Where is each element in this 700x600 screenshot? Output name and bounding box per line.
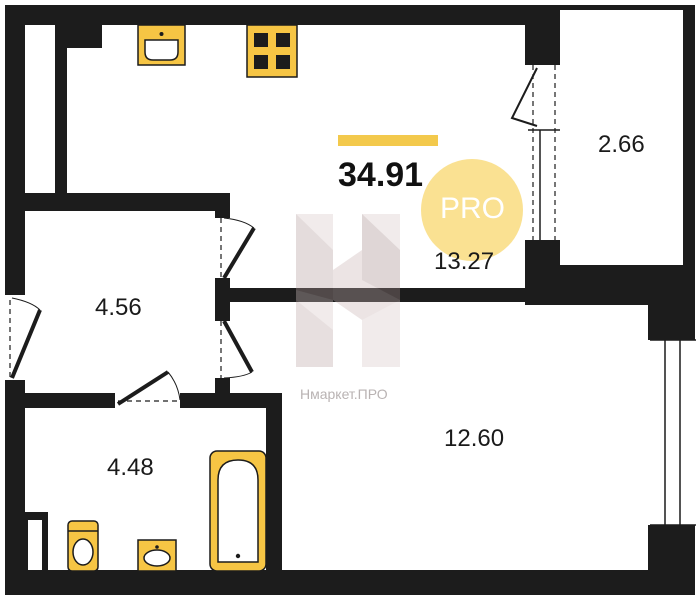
wall-bedroom-right-bottom (648, 525, 695, 575)
watermark-logo-right-stem (362, 214, 400, 367)
watermark-logo-facet-3 (296, 300, 333, 367)
wall-balcony-door-upper (525, 25, 540, 65)
kitchen-sink-bowl-icon (144, 39, 179, 61)
stove-burner-2 (276, 33, 290, 47)
bedroom-area-label: 12.60 (444, 425, 505, 452)
watermark-text: Нмаркет.ПРО (300, 386, 388, 402)
kitchen-door-swing (223, 217, 255, 229)
wall-bedroom-top (215, 288, 655, 302)
pro-badge-label: PRO (440, 192, 506, 225)
watermark-logo-facet-2 (362, 214, 400, 300)
stove-burners-icon (254, 33, 290, 69)
total-area-label: 34.91 (338, 156, 424, 194)
window-bedroom-opening (650, 340, 696, 525)
watermark-logo-facet-1 (296, 214, 333, 300)
stove-burner-4 (276, 55, 290, 69)
wall-bath-top-right (180, 393, 280, 408)
stove-burner-1 (254, 33, 268, 47)
wall-hall-top (5, 193, 230, 211)
windows (650, 339, 696, 526)
wall-niche-top (60, 25, 102, 48)
hallway-area-label: 4.56 (95, 294, 142, 321)
stove-icon (246, 24, 298, 78)
front-door-leaf (10, 309, 42, 379)
wall-top (5, 5, 555, 25)
total-area-accent-bar (338, 135, 438, 146)
wall-balcony-left-top (540, 5, 560, 65)
bathroom-area-label: 4.48 (107, 454, 154, 481)
balcony-door (510, 65, 560, 240)
wall-niche-left (55, 25, 67, 195)
watermark-logo-left-stem (296, 214, 333, 367)
wall-balcony-right (683, 5, 695, 305)
walls (5, 5, 695, 595)
bath-corner-niche (28, 520, 42, 570)
bedroom-door-leaf (222, 320, 254, 373)
wall-bottom (5, 570, 695, 595)
stove-burner-3 (254, 55, 268, 69)
front-door-swing (11, 297, 41, 311)
wall-bedroom-right-top (648, 300, 695, 340)
wall-bath-top-left (5, 393, 115, 408)
wall-hall-door-jamb (215, 193, 230, 218)
bathroom-door-swing (167, 371, 181, 401)
watermark-logo-icon (296, 214, 400, 367)
bathtub-basin-icon (217, 459, 259, 563)
toilet-seat-icon (72, 538, 94, 566)
balcony-door-leaf (510, 67, 538, 127)
watermark-logo-crossbar (333, 250, 400, 320)
pro-badge-circle (421, 159, 523, 261)
doors (9, 217, 256, 406)
fixtures (67, 24, 298, 572)
wall-left-upper (5, 5, 25, 295)
wall-balcony-top (555, 5, 695, 10)
bath-sink-faucet-icon (155, 545, 159, 549)
balcony-door-opening (527, 65, 557, 240)
kitchen-sink-faucet-icon (159, 32, 164, 36)
balcony-area-label: 2.66 (598, 131, 645, 158)
kitchen-door-leaf (222, 226, 256, 280)
wall-bath-right (266, 393, 282, 575)
kitchen-area-label: 13.27 (434, 248, 495, 275)
bedroom-door-swing (223, 371, 253, 379)
bathroom-door-leaf (116, 370, 170, 406)
bathtub-drain-icon (235, 553, 241, 559)
bath-sink-bowl-icon (143, 549, 171, 567)
